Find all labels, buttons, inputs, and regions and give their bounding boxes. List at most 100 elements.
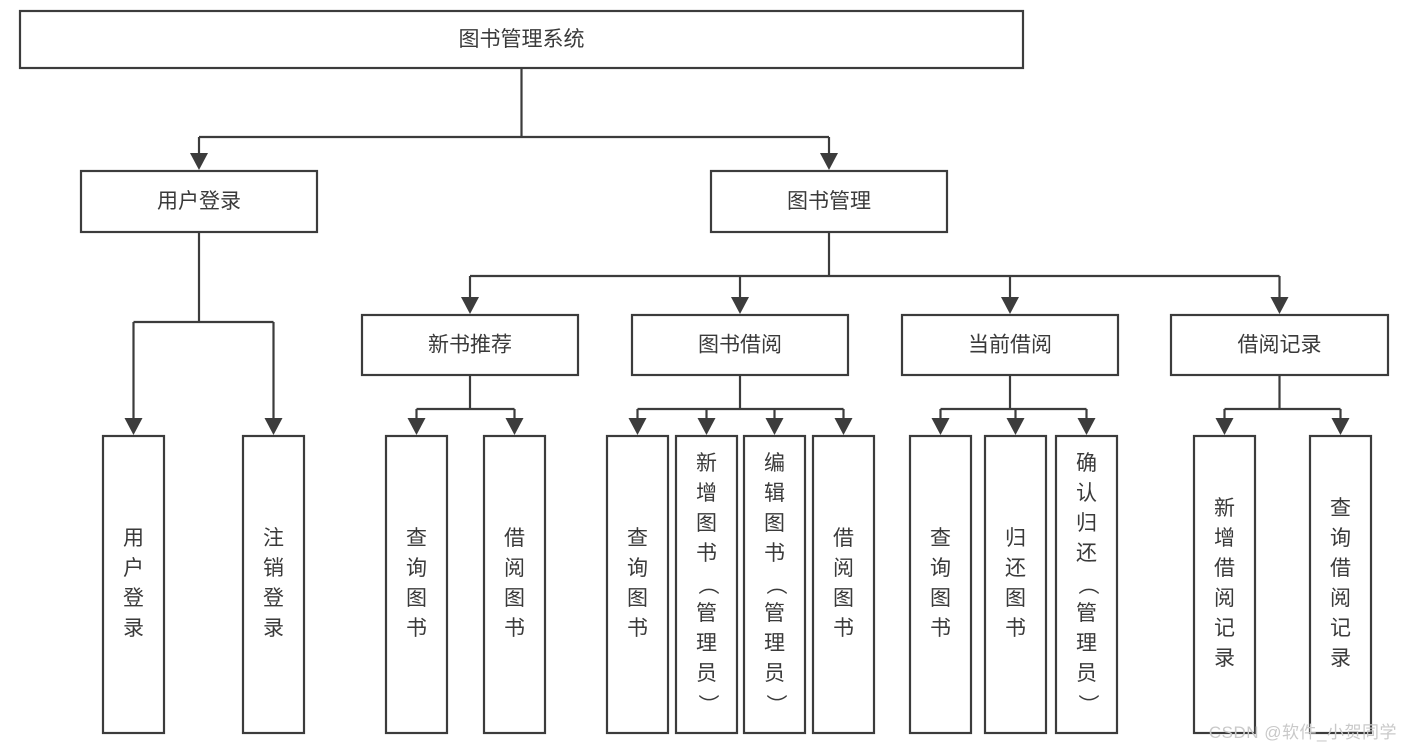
node-label-char: 借 (504, 527, 525, 550)
node-label-book-management: 图书管理 (787, 190, 871, 213)
node-box-book-management (709, 169, 949, 234)
node-label-char: 员 (1076, 662, 1097, 685)
node-label-char: 书 (764, 542, 785, 565)
node-box-leaf-add-book-admin (674, 434, 739, 735)
node-label-char: 员 (696, 662, 717, 685)
node-label-char: 询 (627, 557, 648, 580)
node-label-char: 记 (1214, 617, 1235, 640)
node-label-char: 图 (696, 512, 717, 535)
node-label-char: 录 (263, 617, 284, 640)
node-borrow-record[interactable]: 借阅记录 (1169, 313, 1390, 377)
node-label-char: 借 (833, 527, 854, 550)
node-box-root (18, 9, 1025, 70)
connector-layer (124, 68, 1350, 435)
node-new-book-recommend[interactable]: 新书推荐 (360, 313, 580, 377)
node-box-leaf-logout (241, 434, 306, 735)
node-label-char: 注 (263, 527, 284, 550)
node-label-char: 书 (930, 617, 951, 640)
node-box-book-borrow (630, 313, 850, 377)
node-label-char: 增 (696, 482, 717, 505)
node-book-borrow[interactable]: 图书借阅 (630, 313, 850, 377)
node-box-current-borrow (900, 313, 1120, 377)
node-label-char: 阅 (833, 557, 854, 580)
node-label-char: 记 (1330, 617, 1351, 640)
node-label-char: 图 (833, 587, 854, 610)
node-label-char: 借 (1330, 557, 1351, 580)
node-user-login[interactable]: 用户登录 (79, 169, 319, 234)
node-label-char: （ (1076, 574, 1099, 595)
node-label-char: 查 (406, 527, 427, 550)
node-root[interactable]: 图书管理系统 (18, 9, 1025, 70)
node-label-char: 图 (627, 587, 648, 610)
node-label-char: 图 (930, 587, 951, 610)
node-label-char: 阅 (1214, 587, 1235, 610)
node-label-char: 理 (1076, 632, 1097, 655)
node-box-leaf-add-borrow-record (1192, 434, 1257, 735)
node-label-char: 录 (1330, 647, 1351, 670)
node-label-char: 登 (123, 587, 144, 610)
node-label-char: 阅 (504, 557, 525, 580)
node-box-leaf-query-book-borrow (605, 434, 670, 735)
node-label-char: 新 (1214, 497, 1235, 520)
node-layer: 图书管理系统用户登录图书管理新书推荐图书借阅当前借阅借阅记录用户登录注销登录查询… (18, 9, 1390, 735)
node-box-leaf-query-book-current (908, 434, 973, 735)
node-label-char: 书 (406, 617, 427, 640)
node-label-char: 管 (1076, 602, 1097, 625)
node-label-new-book-recommend: 新书推荐 (428, 334, 512, 357)
node-box-user-login (79, 169, 319, 234)
node-label-char: 确 (1076, 452, 1097, 475)
node-label-char: 归 (1076, 512, 1097, 535)
node-leaf-user-login[interactable]: 用户登录 (101, 434, 166, 735)
node-label-current-borrow: 当前借阅 (968, 334, 1052, 357)
node-label-char: 理 (696, 632, 717, 655)
node-label-char: 书 (1005, 617, 1026, 640)
node-label-char: 查 (1330, 497, 1351, 520)
node-book-management[interactable]: 图书管理 (709, 169, 949, 234)
node-label-char: 录 (123, 617, 144, 640)
node-label-char: 查 (627, 527, 648, 550)
node-label-char: 询 (1330, 527, 1351, 550)
node-label-char: 询 (406, 557, 427, 580)
node-label-char: 书 (627, 617, 648, 640)
node-label-user-login: 用户登录 (157, 190, 241, 213)
node-box-leaf-query-borrow-record (1308, 434, 1373, 735)
node-box-borrow-record (1169, 313, 1390, 377)
node-label-root: 图书管理系统 (459, 28, 585, 51)
node-label-char: 新 (696, 452, 717, 475)
node-label-char: 户 (123, 557, 144, 580)
node-label-char: （ (764, 574, 787, 595)
node-label-char: 增 (1214, 527, 1235, 550)
node-label-char: 销 (263, 557, 284, 580)
node-box-leaf-confirm-return-admin (1054, 434, 1119, 735)
node-label-char: 书 (833, 617, 854, 640)
node-box-leaf-return-book (983, 434, 1048, 735)
node-label-char: 询 (930, 557, 951, 580)
node-label-char: 归 (1005, 527, 1026, 550)
node-label-borrow-record: 借阅记录 (1238, 334, 1322, 357)
node-label-char: 书 (696, 542, 717, 565)
node-box-leaf-user-login (101, 434, 166, 735)
node-label-book-borrow: 图书借阅 (698, 334, 782, 357)
node-label-char: 图 (764, 512, 785, 535)
node-label-char: ） (1076, 694, 1099, 715)
node-box-new-book-recommend (360, 313, 580, 377)
node-label-char: 书 (504, 617, 525, 640)
node-label-char: 认 (1076, 482, 1097, 505)
node-label-char: 查 (930, 527, 951, 550)
node-label-char: 图 (406, 587, 427, 610)
node-current-borrow[interactable]: 当前借阅 (900, 313, 1120, 377)
